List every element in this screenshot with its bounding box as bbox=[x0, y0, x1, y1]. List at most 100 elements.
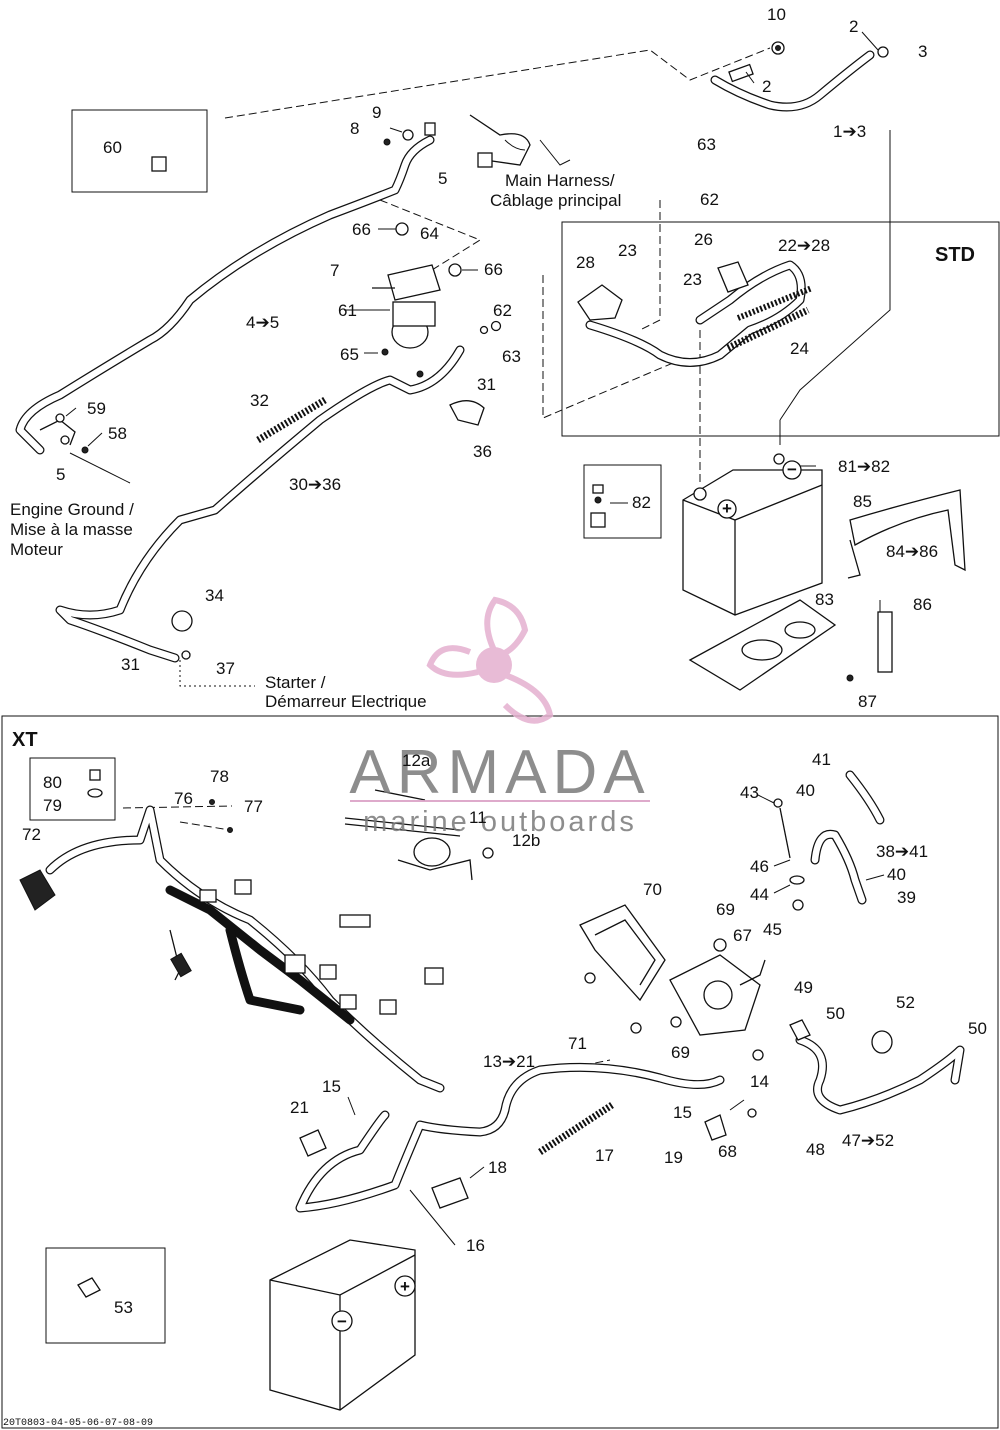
propeller-logo-icon bbox=[426, 596, 554, 724]
std-battery: + − bbox=[682, 453, 823, 616]
callout-53: 53 bbox=[114, 1298, 133, 1317]
xt-harness bbox=[19, 799, 445, 1093]
callout-87: 87 bbox=[858, 692, 877, 711]
svg-text:+: + bbox=[722, 499, 732, 518]
leader-harness-top bbox=[224, 47, 771, 119]
callout-63-top: 63 bbox=[697, 135, 716, 154]
callout-8: 8 bbox=[350, 119, 359, 138]
leader-negative bbox=[779, 130, 891, 421]
callout-19: 19 bbox=[664, 1148, 683, 1167]
svg-text:−: − bbox=[787, 460, 797, 479]
main-harness-connector bbox=[469, 114, 531, 168]
callout-70: 70 bbox=[643, 880, 662, 899]
callout-36: 36 bbox=[473, 442, 492, 461]
callout-23-a: 23 bbox=[618, 241, 637, 260]
xt-cable-47-52 bbox=[789, 1019, 965, 1115]
callout-13-21: 13➔21 bbox=[483, 1052, 535, 1071]
note-main-harness-en: Main Harness/ bbox=[505, 171, 615, 190]
callout-50-right: 50 bbox=[968, 1019, 987, 1038]
callout-48: 48 bbox=[806, 1140, 825, 1159]
svg-text:+: + bbox=[400, 1277, 410, 1296]
note-starter-en: Starter / bbox=[265, 673, 326, 692]
callout-84-86: 84➔86 bbox=[886, 542, 938, 561]
callout-67: 67 bbox=[733, 926, 752, 945]
callout-18: 18 bbox=[488, 1158, 507, 1177]
callout-2-top: 2 bbox=[849, 17, 858, 36]
callout-80: 80 bbox=[43, 773, 62, 792]
callout-77: 77 bbox=[244, 797, 263, 816]
callout-12b: 12b bbox=[512, 831, 540, 850]
section-title-xt: XT bbox=[12, 729, 38, 751]
part-60-clip bbox=[151, 156, 167, 172]
callout-66-left: 66 bbox=[352, 220, 371, 239]
xt-solenoid-11 bbox=[344, 789, 494, 881]
xt-bracket-70 bbox=[579, 904, 666, 1034]
part-53-clip bbox=[77, 1277, 101, 1298]
callout-11: 11 bbox=[469, 808, 487, 827]
callout-12a: 12a bbox=[402, 751, 431, 770]
leader-starter bbox=[179, 660, 255, 687]
callout-31-bottom: 31 bbox=[121, 655, 140, 674]
armada-watermark: ARMADA marine outboards bbox=[349, 596, 650, 838]
callout-14: 14 bbox=[750, 1072, 769, 1091]
note-main-harness-fr: Câblage principal bbox=[490, 191, 621, 210]
callout-68: 68 bbox=[718, 1142, 737, 1161]
callout-39: 39 bbox=[897, 888, 916, 907]
callout-78: 78 bbox=[210, 767, 229, 786]
detail-box-60 bbox=[71, 109, 208, 193]
callout-49: 49 bbox=[794, 978, 813, 997]
battery-tray-83 bbox=[688, 599, 837, 691]
callout-44: 44 bbox=[750, 885, 769, 904]
figure-code: 20T0803-04-05-06-07-08-09 bbox=[3, 1418, 153, 1429]
callout-37: 37 bbox=[216, 659, 235, 678]
callout-79: 79 bbox=[43, 796, 62, 815]
callout-45: 45 bbox=[763, 920, 782, 939]
detail-box-82 bbox=[583, 464, 662, 539]
callout-3: 3 bbox=[918, 42, 927, 61]
xt-solenoid-67 bbox=[669, 938, 766, 1061]
detail-82-parts bbox=[590, 484, 606, 528]
callout-labels: 10 2 3 2 1➔3 9 8 5 60 63 62 66 64 7 66 6… bbox=[22, 5, 987, 1317]
callout-22-28: 22➔28 bbox=[778, 236, 830, 255]
callout-62-top: 62 bbox=[700, 190, 719, 209]
xt-fasteners-80-79 bbox=[87, 769, 103, 798]
callout-85: 85 bbox=[853, 492, 872, 511]
callout-47-52: 47➔52 bbox=[842, 1131, 894, 1150]
callout-65: 65 bbox=[340, 345, 359, 364]
callout-63: 63 bbox=[502, 347, 521, 366]
callout-86: 86 bbox=[913, 595, 932, 614]
callout-41: 41 bbox=[812, 750, 831, 769]
std-cable-22-28 bbox=[577, 260, 814, 367]
xt-battery: + − bbox=[269, 1239, 416, 1411]
leader-std-left bbox=[542, 275, 681, 419]
callout-46: 46 bbox=[750, 857, 769, 876]
callout-59: 59 bbox=[87, 399, 106, 418]
callout-83: 83 bbox=[815, 590, 834, 609]
callout-1-3: 1➔3 bbox=[833, 122, 866, 141]
callout-40-top: 40 bbox=[796, 781, 815, 800]
watermark-brand: ARMADA bbox=[349, 738, 650, 807]
note-engine-ground-fr2: Moteur bbox=[10, 540, 63, 559]
callout-30-36: 30➔36 bbox=[289, 475, 341, 494]
detail-box-80-79 bbox=[29, 757, 116, 821]
detail-box-53 bbox=[45, 1247, 166, 1344]
callout-10: 10 bbox=[767, 5, 786, 24]
callout-16: 16 bbox=[466, 1236, 485, 1255]
callout-17: 17 bbox=[595, 1146, 614, 1165]
callout-15-left: 15 bbox=[322, 1077, 341, 1096]
xt-cable-13-21 bbox=[295, 1062, 757, 1213]
callout-34: 34 bbox=[205, 586, 224, 605]
callout-58: 58 bbox=[108, 424, 127, 443]
leader-62-63 bbox=[639, 200, 661, 331]
callout-26: 26 bbox=[694, 230, 713, 249]
note-engine-ground-en: Engine Ground / bbox=[10, 500, 134, 519]
callout-64: 64 bbox=[420, 224, 439, 243]
svg-text:−: − bbox=[337, 1312, 347, 1331]
callout-38-41: 38➔41 bbox=[876, 842, 928, 861]
xt-cable-38-41 bbox=[773, 770, 885, 911]
callout-76: 76 bbox=[174, 789, 193, 808]
callout-60: 60 bbox=[103, 138, 122, 157]
callout-71: 71 bbox=[568, 1034, 587, 1053]
